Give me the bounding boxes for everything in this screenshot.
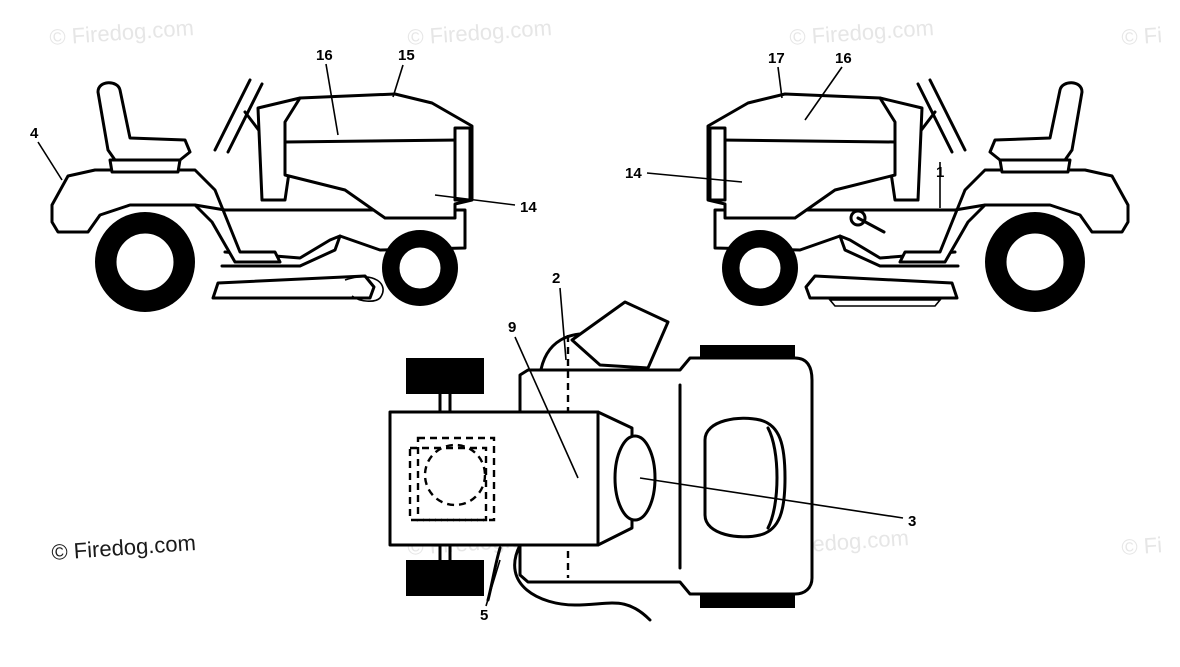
rear-hub <box>113 230 177 294</box>
leader-line <box>804 66 843 121</box>
leader-line <box>485 559 501 607</box>
seat <box>703 416 787 539</box>
leader-line <box>639 477 904 519</box>
leader-line <box>37 141 63 181</box>
leader-line <box>559 287 567 361</box>
chassis-side <box>193 203 467 252</box>
seat <box>96 81 192 162</box>
callout-label: 16 <box>316 47 333 64</box>
callout-label: 9 <box>508 319 516 336</box>
callout-label: 3 <box>908 513 916 530</box>
callout-label: 4 <box>30 125 39 142</box>
leader-line <box>434 194 516 206</box>
callout-label: 2 <box>552 270 560 287</box>
top-view: 2 9 3 5 <box>388 270 916 624</box>
engine-outline <box>416 436 496 522</box>
callout-label: 15 <box>398 47 415 64</box>
leader-line <box>514 336 579 479</box>
watermark: © Firedog.com <box>49 15 195 50</box>
left-side-view: 16 15 4 14 <box>30 47 537 312</box>
hood-crease <box>718 138 897 144</box>
deck-arc <box>513 543 652 622</box>
watermark: © Fi <box>1121 532 1163 560</box>
seat-back <box>766 426 779 530</box>
front-right-tire <box>406 560 484 596</box>
right-side-view <box>706 78 1130 312</box>
callout-label: 5 <box>480 607 488 624</box>
lift-lever <box>856 216 886 234</box>
seat-base <box>108 158 182 174</box>
front-hub <box>396 244 444 292</box>
front-hub <box>736 244 784 292</box>
headlight-panel <box>708 126 727 202</box>
seat <box>988 81 1084 162</box>
callout-label: 17 <box>768 50 785 67</box>
steering-wheel <box>613 434 657 522</box>
leader-line <box>392 64 404 98</box>
headlight-panel <box>453 126 472 202</box>
seat-base <box>998 158 1072 174</box>
watermark: © Firedog.com <box>789 15 935 50</box>
rear-right-tire <box>700 592 795 608</box>
mower-deck <box>211 274 376 300</box>
chassis-side <box>713 203 987 252</box>
deck-skirt <box>828 299 942 307</box>
watermark: © Fi <box>1121 22 1163 50</box>
hood <box>706 92 897 220</box>
engine-cylinder <box>423 443 487 507</box>
steering-wheel <box>213 78 252 152</box>
hood-crease <box>283 138 462 144</box>
steering-wheel-rim <box>226 82 264 154</box>
mower-deck <box>804 274 959 300</box>
steering-wheel <box>928 78 967 152</box>
hood <box>283 92 474 220</box>
watermark-text: © Firedog.com <box>51 530 197 565</box>
discharge-chute <box>570 300 670 370</box>
leader-line <box>777 66 783 99</box>
steering-wheel-rim <box>916 82 954 154</box>
callout-label: 14 <box>625 165 642 182</box>
front-left-tire <box>406 358 484 394</box>
rear-hub <box>1003 230 1067 294</box>
callout-label: 14 <box>520 199 537 216</box>
engine-outline <box>408 446 488 522</box>
leader-line <box>325 63 339 136</box>
leader-line <box>646 172 743 183</box>
watermark: © Firedog.com <box>407 15 553 50</box>
callout-label: 16 <box>835 50 852 67</box>
discharge-bag-strap <box>344 275 384 302</box>
